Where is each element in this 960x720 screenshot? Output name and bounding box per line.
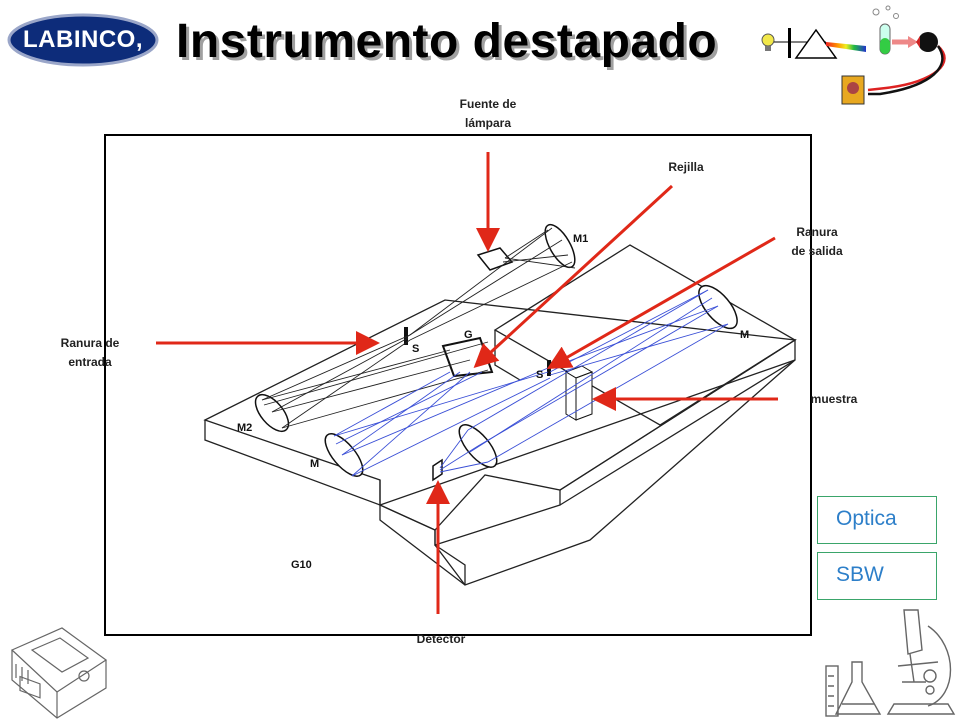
display-icon (841, 75, 865, 105)
label-lamp-source: Fuente de lámpara (440, 95, 536, 133)
sbw-tab[interactable]: SBW (817, 552, 937, 600)
diagram-frame (104, 134, 812, 636)
header-illustration (761, 5, 946, 105)
detector-icon (916, 32, 938, 52)
dispersed-beams (333, 289, 729, 477)
flask-icon (834, 661, 882, 715)
prism-icon (794, 28, 866, 59)
page-title: Instrumento destapado (176, 15, 718, 68)
labware-icon (825, 609, 956, 717)
mirror-m2 (254, 393, 290, 433)
mirror-m-right (698, 284, 738, 330)
label-grating: Rejilla (668, 160, 704, 174)
arrow-grating (473, 184, 674, 369)
label-entrance-slit: Ranura de entrada (40, 334, 140, 372)
label-sample: muestra (810, 392, 858, 406)
graduated-cylinder-icon (825, 665, 839, 717)
logo-text: LABINCO, S.A. (23, 26, 143, 109)
mirror-m1 (544, 223, 576, 269)
optica-tab[interactable]: Optica (817, 496, 937, 544)
label-lamp-source-line2: lámpara (464, 116, 512, 130)
entrance-slit (404, 327, 408, 345)
label-entrance-slit-line1: Ranura de (60, 336, 120, 350)
label-exit-slit-line1: Ranura (796, 225, 838, 239)
label-g10: G10 (291, 559, 312, 571)
label-m-left: M (310, 458, 319, 470)
label-exit-slit-line2: de salida (791, 244, 843, 258)
microscope-icon (886, 609, 956, 715)
label-m-right: M (740, 329, 749, 341)
label-detector: Detector (416, 632, 466, 646)
arrow-exit-slit (546, 236, 776, 369)
label-g: G (464, 329, 473, 341)
lightbulb-icon (761, 33, 775, 51)
lamp-housing (476, 247, 514, 271)
lamp-beams (261, 227, 576, 429)
detector-element (432, 458, 443, 482)
label-lamp-source-line1: Fuente de (459, 97, 517, 111)
label-s-exit: S (536, 369, 543, 381)
label-s-entry: S (412, 343, 419, 355)
label-m1: M1 (573, 233, 588, 245)
mirror-m-left (324, 433, 364, 477)
label-entrance-slit-line2: entrada (68, 355, 112, 369)
slit-icon (788, 28, 791, 58)
label-m2: M2 (237, 422, 252, 434)
labinco-logo (7, 13, 159, 67)
test-tube-icon (872, 5, 899, 55)
spectrophotometer-icon (10, 627, 108, 719)
label-exit-slit: Ranura de salida (772, 223, 862, 261)
sample-cuvette (575, 371, 593, 421)
